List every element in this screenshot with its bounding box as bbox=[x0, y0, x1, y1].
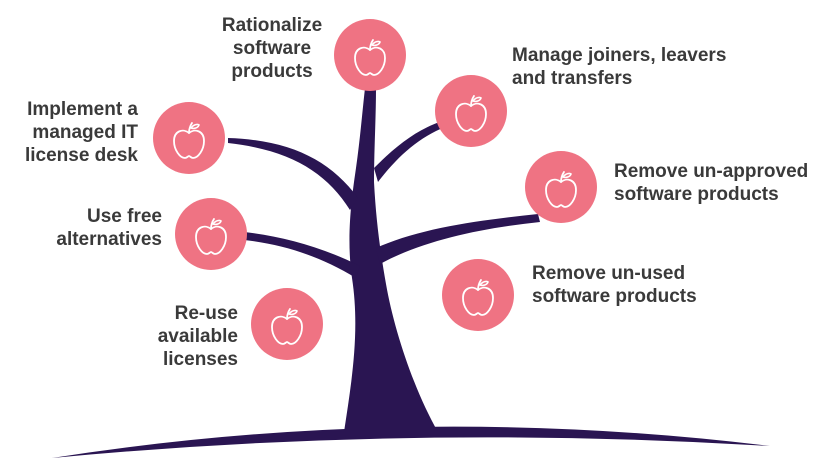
apple-icon bbox=[455, 95, 487, 132]
label-license-desk: Implement a managed IT license desk bbox=[24, 99, 138, 166]
apple-icon bbox=[354, 39, 386, 76]
apple-icon bbox=[462, 279, 494, 316]
apple-license-desk bbox=[153, 102, 225, 174]
apple-circle bbox=[334, 19, 406, 91]
apple-circle bbox=[525, 151, 597, 223]
label-reuse: Re-use available licenses bbox=[157, 303, 238, 370]
label-unused: Remove un-used software products bbox=[532, 263, 697, 307]
apple-circle bbox=[153, 102, 225, 174]
apple-circle bbox=[251, 288, 323, 360]
apple-circle bbox=[175, 198, 247, 270]
apple-icon bbox=[195, 218, 227, 255]
apple-rationalize bbox=[334, 19, 406, 91]
apple-circle bbox=[442, 259, 514, 331]
label-joiners: Manage joiners, leavers and transfers bbox=[512, 45, 727, 89]
label-rationalize: Rationalize software products bbox=[221, 15, 323, 82]
apple-joiners bbox=[435, 75, 507, 147]
branch-free bbox=[244, 232, 360, 278]
branch-license-desk bbox=[228, 138, 358, 210]
branch-joiners bbox=[374, 120, 448, 182]
apple-circle bbox=[435, 75, 507, 147]
label-free: Use free alternatives bbox=[56, 206, 162, 250]
apple-reuse bbox=[251, 288, 323, 360]
apple-free bbox=[175, 198, 247, 270]
apple-icon bbox=[173, 122, 205, 159]
apple-unapproved bbox=[525, 151, 597, 223]
apple-icon bbox=[545, 171, 577, 208]
trunk bbox=[344, 88, 438, 432]
branch-unapproved bbox=[376, 214, 540, 264]
apple-icon bbox=[271, 308, 303, 345]
label-unapproved: Remove un-approved software products bbox=[614, 161, 809, 205]
ground bbox=[52, 426, 770, 458]
apple-unused bbox=[442, 259, 514, 331]
